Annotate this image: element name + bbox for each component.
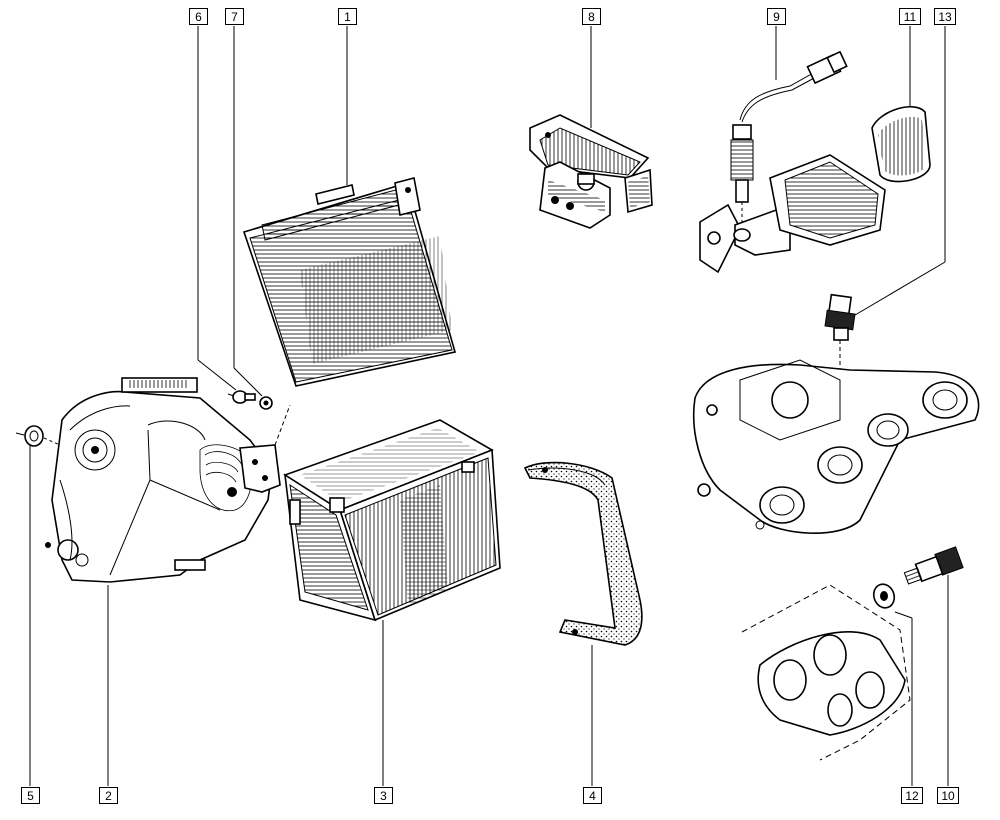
oil-pressure-switch-part-10 bbox=[903, 546, 964, 585]
leader-13b bbox=[849, 261, 946, 319]
temperature-sensor-part-13 bbox=[824, 293, 856, 341]
nut-part-5 bbox=[15, 425, 61, 447]
callout-12: 12 bbox=[901, 787, 923, 804]
strap-part-4 bbox=[523, 461, 643, 646]
callout-13: 13 bbox=[934, 8, 956, 25]
callout-4: 4 bbox=[583, 787, 602, 804]
map-sensor-part-8 bbox=[529, 114, 653, 229]
mounting-bracket bbox=[239, 404, 291, 493]
engine-block-fragment bbox=[741, 584, 911, 761]
cover-part-11 bbox=[871, 106, 931, 183]
callout-1: 1 bbox=[338, 8, 357, 25]
leader-12a bbox=[894, 611, 913, 619]
callout-2: 2 bbox=[99, 787, 118, 804]
callout-6: 6 bbox=[189, 8, 208, 25]
callout-3: 3 bbox=[374, 787, 393, 804]
callout-10: 10 bbox=[937, 787, 959, 804]
tray-part-3 bbox=[283, 419, 501, 622]
callout-8: 8 bbox=[582, 8, 601, 25]
ecu-module-part-1 bbox=[242, 177, 457, 387]
callout-7: 7 bbox=[225, 8, 244, 25]
callout-11: 11 bbox=[899, 8, 921, 25]
bolt-part-6 bbox=[227, 390, 256, 404]
washer-part-12 bbox=[872, 583, 896, 609]
leader-7b bbox=[233, 367, 263, 397]
callout-9: 9 bbox=[767, 8, 786, 25]
exhaust-manifold bbox=[699, 154, 886, 274]
oxygen-sensor-part-9 bbox=[730, 50, 848, 230]
housing-part-2 bbox=[45, 377, 273, 583]
leader-6b bbox=[197, 359, 237, 391]
intake-manifold bbox=[692, 359, 980, 534]
callout-5: 5 bbox=[21, 787, 40, 804]
washer-part-7 bbox=[259, 396, 273, 410]
